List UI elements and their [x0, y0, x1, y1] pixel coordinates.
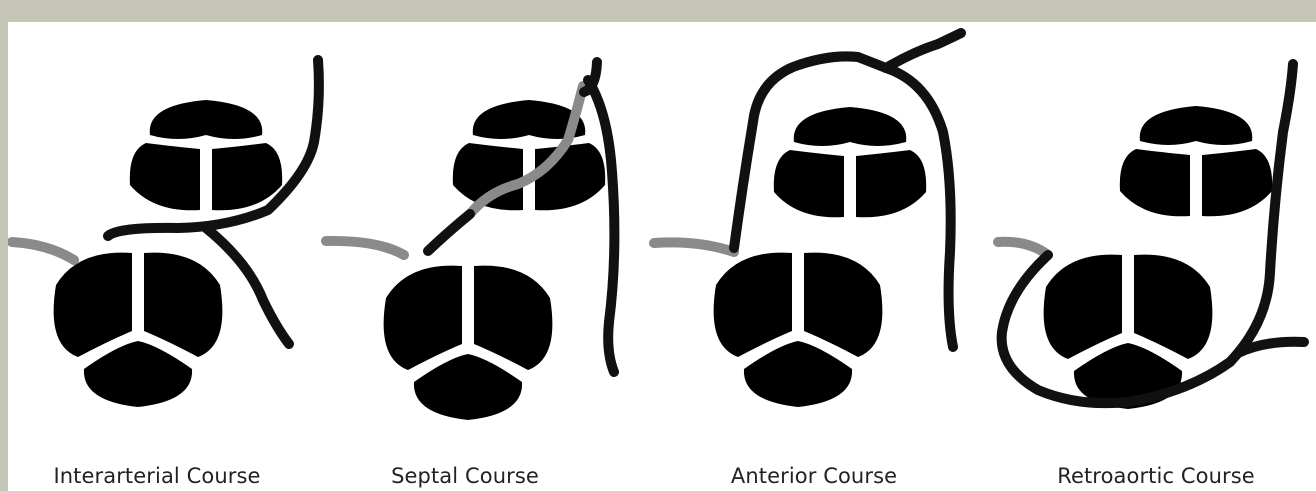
aortic-valve [714, 253, 883, 407]
anomalous-artery-descending [588, 80, 614, 372]
aortic-valve [384, 266, 553, 420]
panel-retroaortic [998, 64, 1304, 409]
pulmonary-valve [1120, 106, 1272, 216]
panel-interarterial [12, 60, 319, 407]
aortic-valve [54, 253, 223, 407]
panel-septal [326, 62, 614, 420]
course-diagram [8, 22, 1316, 491]
label-interarterial-course: Interarterial Course [7, 464, 307, 488]
label-retroaortic-course: Retroaortic Course [1006, 464, 1306, 488]
proximal-artery [326, 241, 404, 255]
label-anterior-course: Anterior Course [664, 464, 964, 488]
label-septal-course: Septal Course [315, 464, 615, 488]
figure-canvas: Interarterial Course Septal Course Anter… [8, 22, 1316, 491]
proximal-artery [998, 242, 1048, 255]
pulmonary-valve [453, 100, 605, 210]
proximal-artery [12, 242, 74, 260]
panel-anterior [654, 33, 961, 407]
pulmonary-valve [774, 107, 926, 217]
pulmonary-valve [130, 100, 282, 210]
proximal-artery [654, 242, 734, 252]
anomalous-artery [428, 214, 470, 251]
